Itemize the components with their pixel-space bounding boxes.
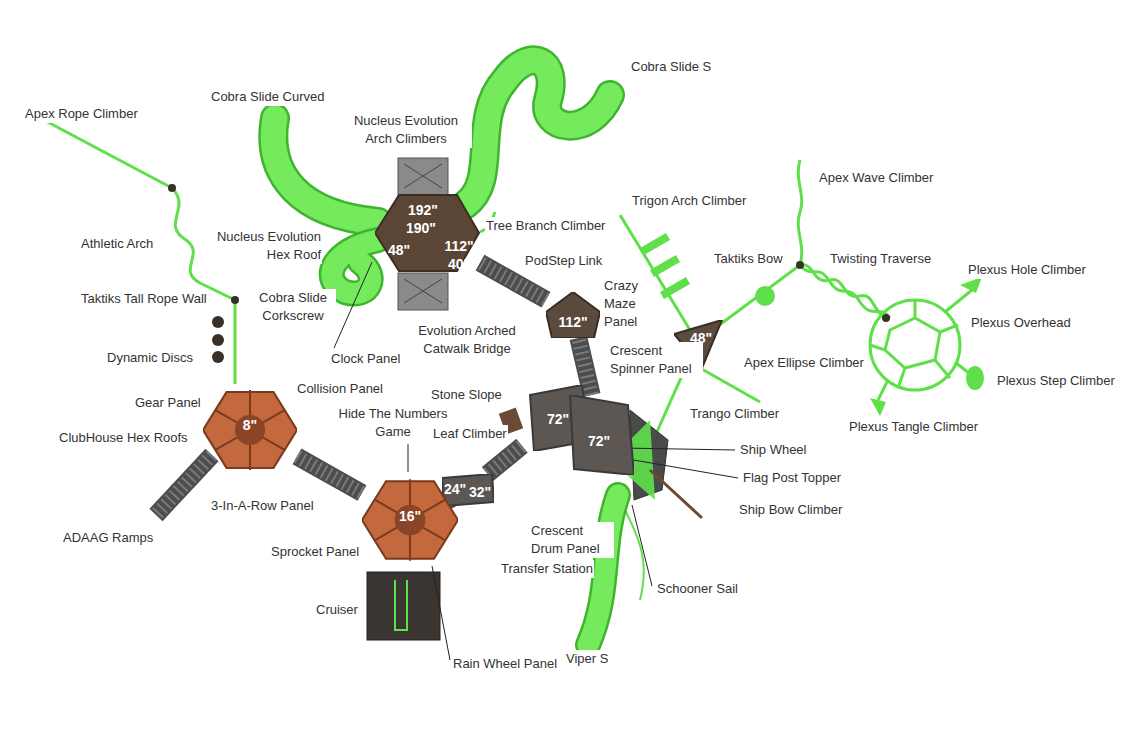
ship-bow-climber [650,470,702,518]
deck: 16" [362,472,458,568]
part-label: ADAAG Ramps [62,529,154,547]
deck-height: 72" [547,411,569,427]
part-label: Crescent Drum Panel [530,522,614,558]
part-label: Crazy Maze Panel [603,277,650,331]
part-label: Collision Panel [296,380,384,398]
part-label: Cobra Slide Corkscrew [250,289,336,325]
deck: 72" [568,395,634,475]
deck-height: 24" [444,481,466,497]
part-label: Rain Wheel Panel [452,655,558,673]
deck-height: 112" [558,314,587,330]
deck: 8" [203,383,297,477]
part-label: Evolution Arched Catwalk Bridge [405,322,529,358]
part-label: Nucleus Evolution Hex Roof [198,228,322,264]
part-label: Viper S [565,650,609,668]
part-label: Clock Panel [330,350,401,368]
part-label: Apex Wave Climber [818,169,934,187]
part-label: Ship Bow Climber [738,501,843,519]
part-label: PodStep Link [524,252,603,270]
part-label: Taktiks Tall Rope Wall [80,290,208,308]
part-label: Flag Post Topper [742,469,842,487]
part-label: Stone Slope [430,386,503,404]
deck: 192" 190" 48" 112" 40" [375,193,480,273]
climbers [25,110,975,600]
deck-height: 48" [388,242,410,258]
part-label: Apex Rope Climber [24,105,139,123]
deck: 24"32" [442,474,494,506]
part-label: Schooner Sail [656,580,739,598]
deck-height: 190" [406,220,436,236]
deck-height: 112" [444,238,473,254]
part-label: Trigon Arch Climber [631,192,747,210]
part-label: Apex Ellipse Climber [743,354,865,372]
part-label: Trango Climber [689,405,780,423]
cruiser-rail [395,580,407,630]
part-label: Taktiks Bow [713,250,784,268]
part-label: Sprocket Panel [270,543,360,561]
part-label: Plexus Step Climber [996,372,1116,390]
part-label: Ship Wheel [739,441,807,459]
climber-parts [640,233,984,416]
part-label: Tree Branch Climber [485,217,606,235]
walkway [297,456,362,493]
deck-height: 8" [243,417,257,433]
part-label: Leaf Climber [432,425,508,443]
part-label: Cobra Slide S [630,58,712,76]
part-label: Cruiser [315,601,359,619]
deck-height: 32" [469,484,491,500]
walkway [488,446,522,474]
part-label: Plexus Overhead [970,314,1072,332]
ramp-planks [156,455,212,515]
part-label: ClubHouse Hex Roofs [58,429,189,447]
part-label: Dynamic Discs [106,349,194,367]
leader-lines [334,262,738,660]
deck-height: 72" [588,433,610,449]
part-label: Plexus Hole Climber [967,261,1087,279]
cruiser [367,572,440,640]
dynamic-discs [168,184,890,363]
part-label: Crescent Spinner Panel [609,342,703,378]
deck-height: 40" [448,256,470,272]
part-label: Nucleus Evolution Arch Climbers [340,112,472,148]
deck-height: 16" [399,508,421,524]
part-label: Plexus Tangle Climber [848,418,979,436]
part-label: Gear Panel [134,394,202,412]
part-label: Athletic Arch [80,235,154,253]
deck-height: 192" [408,202,438,218]
deck: 112" [546,292,600,338]
adaag-ramp [156,455,212,515]
part-label: Transfer Station [500,560,594,578]
part-label: 3-In-A-Row Panel [210,497,315,515]
part-label: Cobra Slide Curved [210,88,325,106]
part-label: Twisting Traverse [829,250,932,268]
